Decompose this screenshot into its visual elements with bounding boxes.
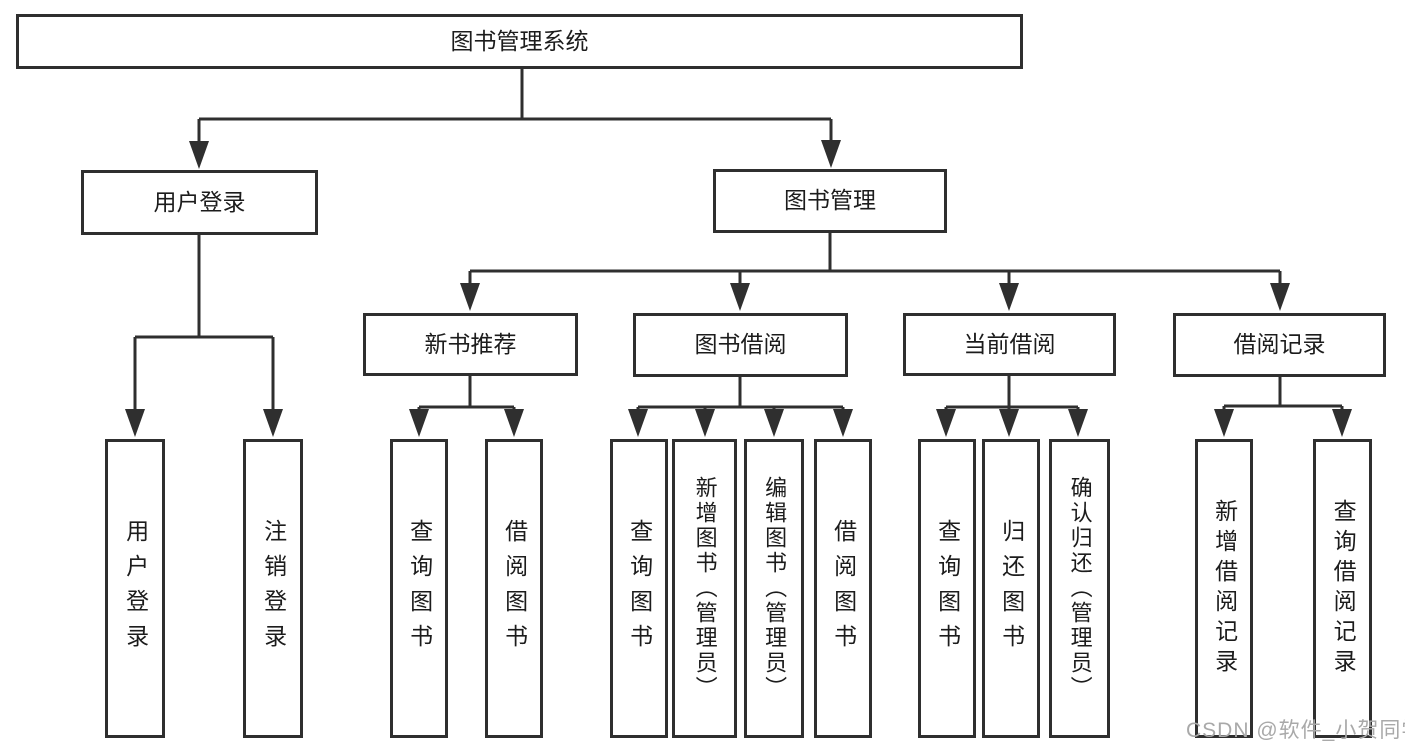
leaf-current-confirm-return-admin: 确认归还（管理员） [1049,439,1110,738]
node-new-book-recommend: 新书推荐 [363,313,578,376]
node-book-management: 图书管理 [713,169,947,233]
leaf-logout: 注销登录 [243,439,303,738]
node-borrow-records: 借阅记录 [1173,313,1386,377]
leaf-borrow-add-books-admin: 新增图书（管理员） [672,439,737,738]
node-root: 图书管理系统 [16,14,1023,69]
leaf-borrow-edit-books-admin: 编辑图书（管理员） [744,439,804,738]
leaf-borrow-borrow-books: 借阅图书 [814,439,872,738]
node-book-borrow: 图书借阅 [633,313,848,377]
leaf-current-return-books: 归还图书 [982,439,1040,738]
leaf-borrow-query-books: 查询图书 [610,439,668,738]
leaf-records-query-record: 查询借阅记录 [1313,439,1372,738]
leaf-current-query-books: 查询图书 [918,439,976,738]
leaf-newbooks-query-books: 查询图书 [390,439,448,738]
node-user-login: 用户登录 [81,170,318,235]
leaf-user-login: 用户登录 [105,439,165,738]
node-current-borrow: 当前借阅 [903,313,1116,376]
leaf-records-add-record: 新增借阅记录 [1195,439,1253,738]
leaf-newbooks-borrow-books: 借阅图书 [485,439,543,738]
csdn-watermark: CSDN @软件_小贺同学 [1186,719,1405,742]
